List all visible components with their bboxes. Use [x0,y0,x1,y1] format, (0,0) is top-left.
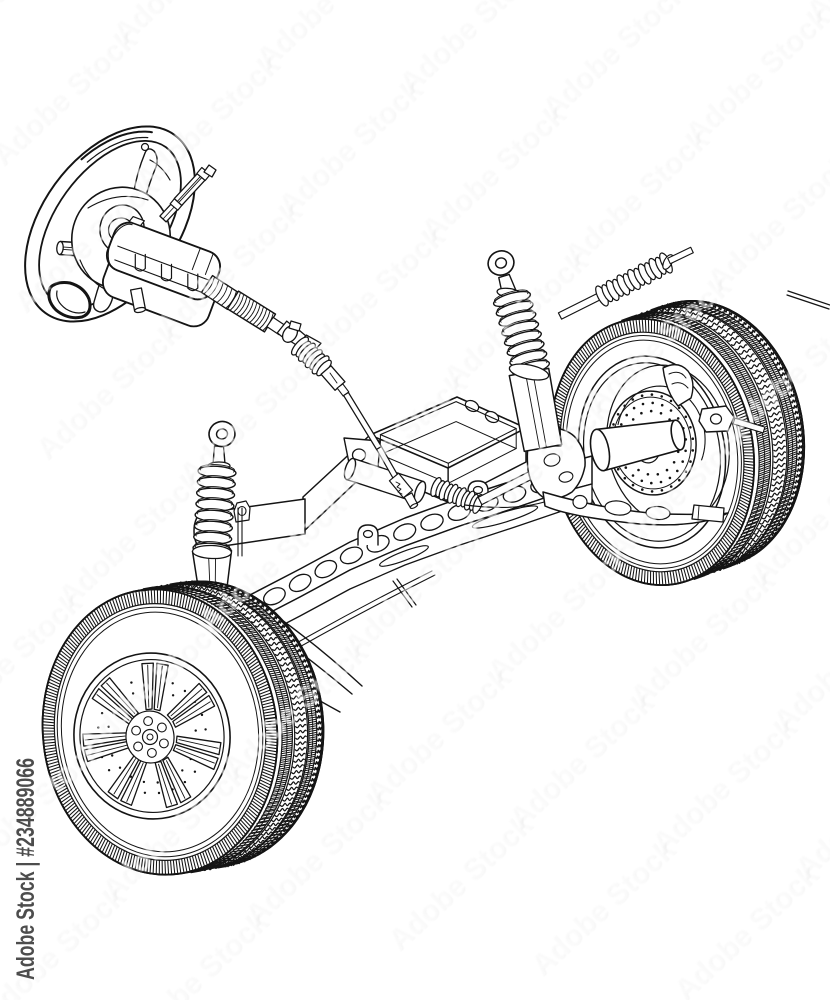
svg-text:Adobe Stock | #234889066: Adobe Stock | #234889066 [11,758,40,980]
